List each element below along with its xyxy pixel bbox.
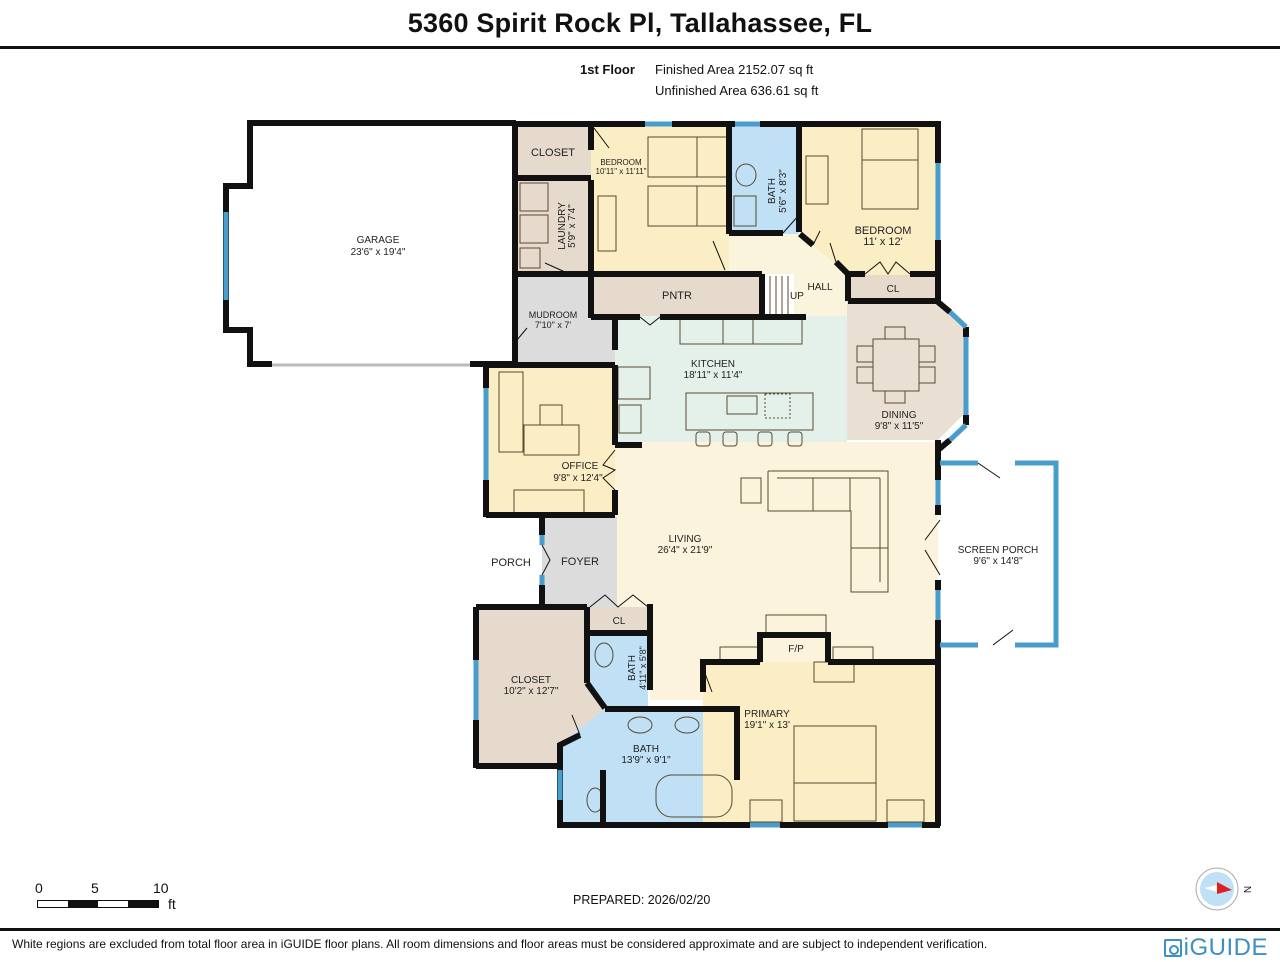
pantry-label: PNTR: [662, 290, 692, 302]
dining-area: [847, 301, 968, 440]
bedroom-2-dims: 10'11" x 11'11": [596, 167, 647, 176]
office-area: [486, 365, 615, 515]
mudroom-label: MUDROOM: [529, 310, 578, 320]
scale-tick-10: 10: [153, 880, 169, 896]
unfinished-area: Unfinished Area 636.61 sq ft: [655, 83, 819, 98]
cl-foyer-area: [587, 607, 651, 633]
bedroom-3-label: BEDROOM: [855, 225, 912, 237]
property-address-title: 5360 Spirit Rock Pl, Tallahassee, FL: [407, 8, 873, 38]
iguide-brand-text: iGUIDE: [1183, 934, 1268, 961]
footer-divider: [0, 928, 1280, 931]
primary-bedroom-area: [703, 662, 938, 822]
screen-porch-dims: 9'6" x 14'8": [973, 556, 1023, 567]
closet-top-label: CLOSET: [531, 147, 575, 159]
iguide-logo: iGUIDE: [1163, 934, 1268, 962]
primary-closet-dims: 10'2" x 12'7": [504, 686, 559, 697]
floor-plan: GARAGE 23'6" x 19'4" CLOSET LAUNDRY 5'9"…: [223, 120, 1059, 828]
half-bath-dims: 4'11" x 5'8": [638, 646, 648, 690]
hall-label: HALL: [807, 282, 832, 293]
scale-bar-graphic: [37, 900, 159, 908]
scale-bar: 0 5 10 ft: [30, 878, 190, 918]
closet-top-area: [515, 126, 591, 178]
foyer-label: FOYER: [561, 556, 599, 568]
garage-dims: 23'6" x 19'4": [351, 247, 406, 258]
office-dims: 9'8" x 12'4": [553, 473, 603, 484]
kitchen-area: [615, 316, 847, 442]
bath-2-dims: 5'6" x 8'3": [778, 169, 789, 213]
office-label: OFFICE: [562, 461, 599, 472]
door-swings: [516, 127, 1014, 736]
foyer-area: [542, 517, 617, 607]
laundry-label: LAUNDRY: [557, 202, 568, 250]
living-area-ext: [650, 600, 705, 700]
primary-closet-label: CLOSET: [511, 675, 551, 686]
bedroom-2-area: [591, 126, 729, 274]
bedroom-3-dims: 11' x 12': [863, 236, 902, 248]
primary-label: PRIMARY: [744, 709, 790, 720]
dining-label: DINING: [882, 410, 917, 421]
bedroom-3-area: [800, 126, 938, 275]
primary-bath-dims: 13'9" x 9'1": [621, 755, 671, 766]
bath-2-area: [729, 126, 799, 234]
bedroom-2-label: BEDROOM: [600, 158, 642, 167]
header-divider: [0, 46, 1280, 49]
screen-porch-label: SCREEN PORCH: [958, 545, 1039, 556]
fireplace-label: F/P: [788, 644, 804, 655]
porch-label: PORCH: [491, 557, 531, 569]
porch-area: [484, 517, 542, 607]
prepared-date: PREPARED: 2026/02/20: [573, 893, 711, 907]
scale-tick-5: 5: [91, 880, 99, 896]
primary-dims: 19'1" x 13': [744, 720, 790, 731]
half-bath-area: [589, 633, 648, 708]
stairs-area: [764, 274, 794, 316]
garage-area: [226, 124, 515, 365]
compass-icon: [1195, 867, 1239, 911]
dining-dims: 9'8" x 11'5": [875, 421, 924, 432]
primary-closet-area: [476, 607, 605, 765]
stairs-label: UP: [790, 291, 804, 302]
cl-foyer-label: CL: [613, 616, 626, 627]
garage-label: GARAGE: [357, 235, 400, 246]
cl-top-area: [848, 275, 938, 301]
iguide-logo-icon: [1163, 939, 1182, 957]
mudroom-dims: 7'10" x 7': [535, 320, 571, 330]
pantry-area: [591, 274, 759, 316]
living-label: LIVING: [669, 534, 702, 545]
compass-north-label: N: [1241, 885, 1253, 894]
living-dims: 26'4" x 21'9": [658, 545, 713, 556]
laundry-dims: 5'9" x 7'4": [567, 204, 578, 248]
floor-label: 1st Floor: [580, 62, 635, 77]
kitchen-label: KITCHEN: [691, 359, 735, 370]
bath-2-label: BATH: [767, 178, 778, 204]
room-labels: GARAGE 23'6" x 19'4" CLOSET LAUNDRY 5'9"…: [351, 147, 1039, 766]
scale-tick-0: 0: [35, 880, 43, 896]
scale-unit: ft: [168, 896, 176, 912]
finished-area: Finished Area 2152.07 sq ft: [655, 62, 814, 77]
cl-top-label: CL: [887, 284, 900, 295]
windows: [223, 121, 1059, 828]
kitchen-dims: 18'11" x 11'4": [684, 370, 743, 381]
screen-porch-area: [940, 463, 1056, 645]
laundry-area: [515, 178, 591, 273]
primary-bath-label: BATH: [633, 744, 659, 755]
disclaimer-text: White regions are excluded from total fl…: [12, 937, 988, 951]
half-bath-label: BATH: [627, 655, 638, 681]
room-fills: [226, 124, 1056, 822]
